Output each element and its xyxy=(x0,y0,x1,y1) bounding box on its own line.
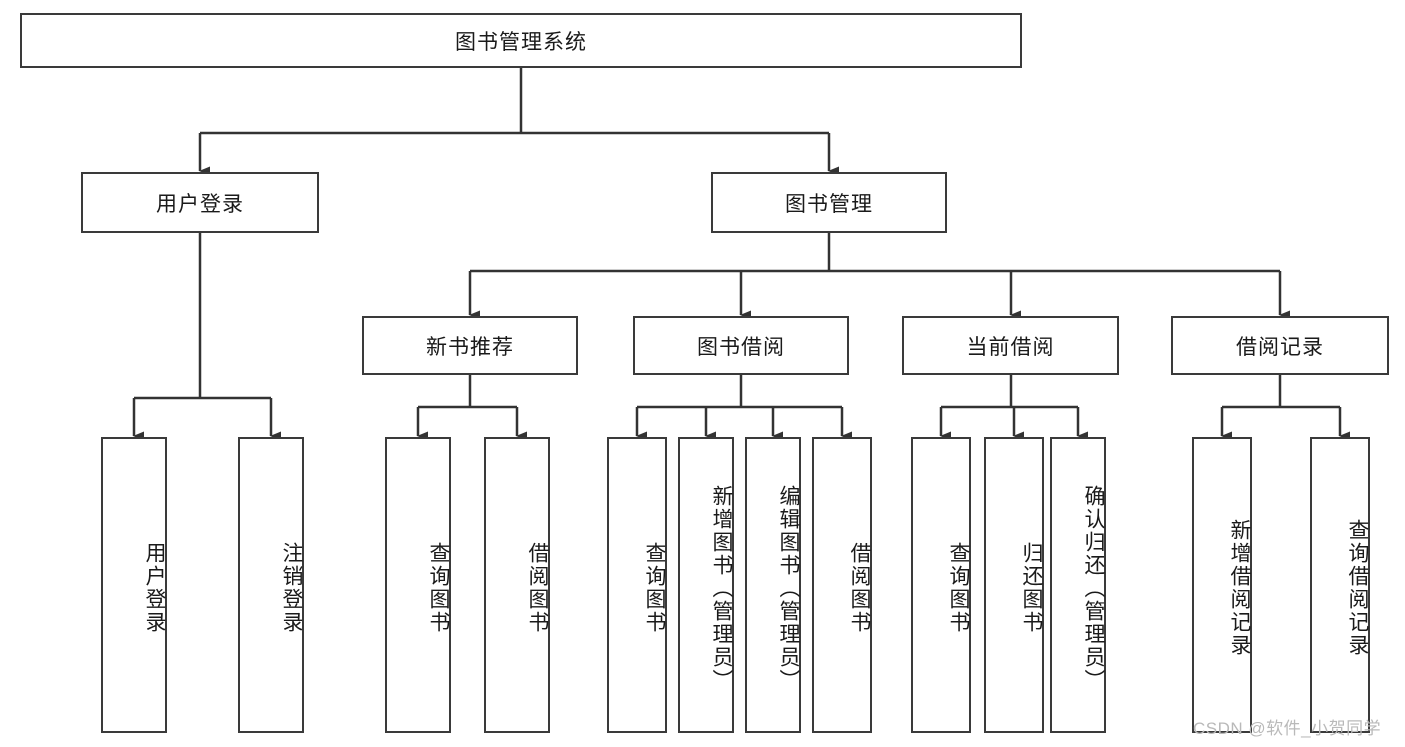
node-label: 图书管理 xyxy=(785,192,873,216)
node-label: 借阅图书 xyxy=(848,542,871,634)
node-label: 用户登录 xyxy=(156,192,244,216)
node-book-borrow[interactable]: 图书借阅 xyxy=(633,316,849,375)
node-leaf-query-record[interactable]: 查询借阅记录 xyxy=(1310,437,1370,733)
node-root[interactable]: 图书管理系统 xyxy=(20,13,1022,68)
node-label: 查询借阅记录 xyxy=(1346,519,1369,657)
node-label: 新增图书（管理员） xyxy=(710,484,733,692)
csdn-watermark: CSDN @软件_小贺同学 xyxy=(1193,719,1382,738)
node-label: 编辑图书（管理员） xyxy=(777,484,800,692)
node-leaf-query-book-1[interactable]: 查询图书 xyxy=(385,437,451,733)
node-leaf-query-book-3[interactable]: 查询图书 xyxy=(911,437,971,733)
node-label: 注销登录 xyxy=(280,542,303,634)
node-leaf-logout[interactable]: 注销登录 xyxy=(238,437,304,733)
node-leaf-user-login[interactable]: 用户登录 xyxy=(101,437,167,733)
node-label: 借阅图书 xyxy=(526,542,549,634)
edge-layer xyxy=(132,68,1350,441)
node-leaf-edit-book[interactable]: 编辑图书（管理员） xyxy=(745,437,801,733)
node-new-book-recommend[interactable]: 新书推荐 xyxy=(362,316,578,375)
node-label: 查询图书 xyxy=(643,542,666,634)
node-leaf-borrow-book-2[interactable]: 借阅图书 xyxy=(812,437,872,733)
node-label: 当前借阅 xyxy=(966,335,1055,359)
node-current-borrow[interactable]: 当前借阅 xyxy=(902,316,1119,375)
node-label: 新书推荐 xyxy=(426,335,514,359)
node-leaf-add-book[interactable]: 新增图书（管理员） xyxy=(678,437,734,733)
node-label: 归还图书 xyxy=(1020,542,1043,634)
node-borrow-record[interactable]: 借阅记录 xyxy=(1171,316,1389,375)
node-label: 查询图书 xyxy=(947,542,970,634)
node-label: 图书管理系统 xyxy=(455,30,587,54)
node-leaf-confirm-return[interactable]: 确认归还（管理员） xyxy=(1050,437,1106,733)
node-label: 借阅记录 xyxy=(1236,335,1324,359)
node-label: 图书借阅 xyxy=(697,335,785,359)
node-leaf-return-book[interactable]: 归还图书 xyxy=(984,437,1044,733)
node-leaf-query-book-2[interactable]: 查询图书 xyxy=(607,437,667,733)
node-label: 确认归还（管理员） xyxy=(1082,484,1105,692)
node-leaf-borrow-book-1[interactable]: 借阅图书 xyxy=(484,437,550,733)
node-leaf-add-record[interactable]: 新增借阅记录 xyxy=(1192,437,1252,733)
node-user-login[interactable]: 用户登录 xyxy=(81,172,319,233)
node-label: 查询图书 xyxy=(427,542,450,634)
node-book-manage[interactable]: 图书管理 xyxy=(711,172,947,233)
node-label: 用户登录 xyxy=(143,542,166,634)
node-label: 新增借阅记录 xyxy=(1228,519,1251,657)
